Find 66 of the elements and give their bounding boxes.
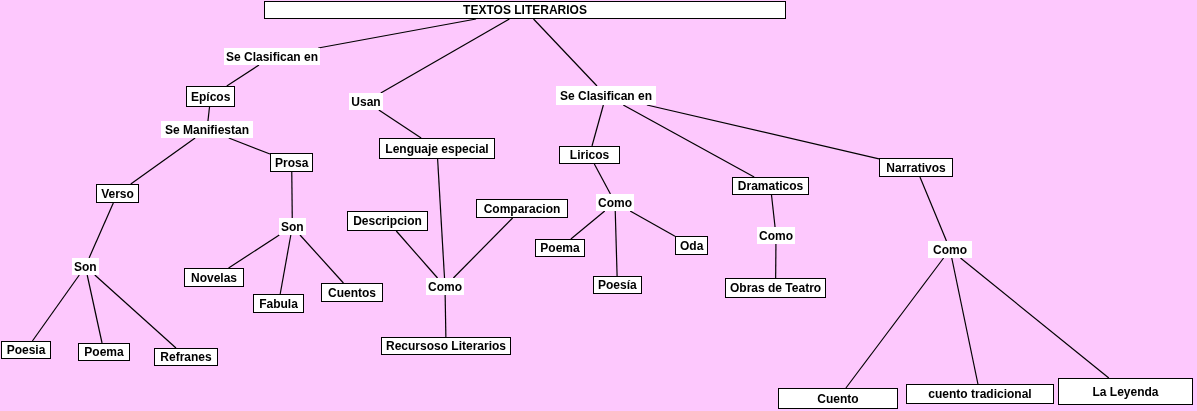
concept-box: Dramaticos — [732, 177, 809, 195]
connector-line — [228, 137, 271, 155]
linking-phrase: Son — [72, 258, 99, 275]
concept-box: TEXTOS LITERARIOS — [264, 1, 786, 19]
connector-line — [775, 243, 777, 279]
concept-box: Prosa — [270, 153, 314, 172]
connector-line — [299, 234, 344, 284]
concept-box: Cuentos — [321, 283, 383, 302]
concept-box: Obras de Teatro — [725, 278, 827, 298]
connector-line — [226, 64, 260, 87]
connector-line — [629, 210, 676, 237]
linking-phrase: Como — [426, 278, 464, 295]
concept-box: Poesía — [593, 276, 642, 294]
concept-box: Fabula — [253, 294, 304, 313]
linking-phrase: Se Clasifican en — [556, 86, 656, 105]
linking-phrase: Como — [928, 241, 972, 258]
concept-box: Poema — [535, 239, 585, 257]
concept-box: Lenguaje especial — [379, 138, 495, 159]
linking-phrase: Como — [757, 227, 795, 244]
concept-box: Comparacion — [476, 199, 568, 218]
connector-line — [919, 176, 948, 242]
connector-line — [646, 104, 880, 160]
connector-line — [845, 257, 945, 389]
connector-line — [614, 210, 618, 277]
concept-box: Novelas — [184, 268, 244, 287]
concept-box: Liricos — [559, 146, 620, 164]
linking-phrase: Se Clasifican en — [224, 48, 321, 65]
connector-line — [279, 234, 292, 295]
concept-box: Verso — [96, 184, 139, 203]
connector-line — [94, 274, 177, 349]
connector-line — [951, 257, 979, 385]
concept-box: La Leyenda — [1058, 378, 1193, 405]
linking-phrase: Como — [596, 194, 634, 211]
concept-box: Descripcion — [347, 211, 428, 231]
concept-box: Cuento — [778, 388, 898, 409]
connector-line — [444, 294, 447, 338]
linking-phrase: Son — [279, 218, 306, 235]
concept-box: Poesia — [1, 341, 51, 359]
concept-box: Oda — [675, 236, 709, 255]
connector-line — [770, 194, 776, 228]
concept-box: cuento tradicional — [906, 384, 1054, 404]
concept-box: Recursoso Literarios — [381, 337, 512, 355]
connector-line — [228, 234, 280, 269]
connector-line — [378, 109, 422, 139]
connector-line — [593, 163, 612, 195]
connector-line — [437, 158, 446, 279]
concept-box: Refranes — [154, 348, 218, 366]
connector-line — [86, 274, 103, 344]
linking-phrase: Usan — [349, 93, 383, 110]
concept-box: Poema — [78, 343, 130, 361]
concept-box: Epícos — [186, 86, 236, 107]
connector-line — [532, 18, 598, 87]
connector-line — [88, 202, 114, 259]
connector-line — [591, 104, 604, 147]
connector-line — [395, 230, 439, 279]
connector-line — [959, 257, 1110, 379]
connector-line — [291, 171, 293, 219]
connector-line — [452, 217, 514, 279]
connector-line — [130, 137, 196, 185]
concept-box: Narrativos — [879, 158, 953, 177]
linking-phrase: Se Manifiestan — [161, 121, 253, 138]
connector-line — [31, 274, 80, 342]
connector-line — [380, 18, 510, 94]
connector-line — [570, 210, 606, 240]
connector-line — [622, 104, 755, 178]
connector-line — [207, 106, 211, 122]
